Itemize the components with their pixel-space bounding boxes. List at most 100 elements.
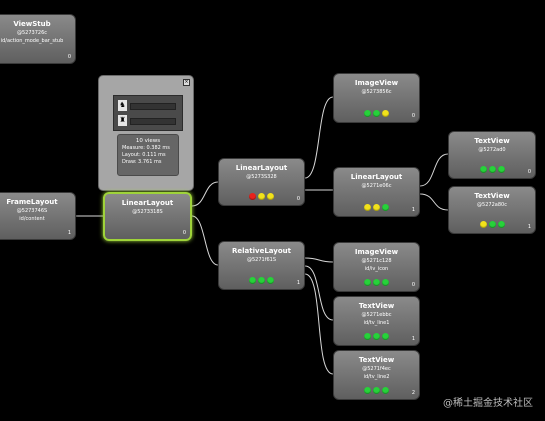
preview-text-bar (130, 103, 176, 110)
node-index: 1 (527, 224, 531, 230)
layout-indicator (373, 387, 380, 394)
node-linearlayout-selected[interactable]: LinearLayout @5273318S 0 (103, 192, 192, 241)
node-title: FrameLayout (6, 198, 58, 206)
layout-indicator (488, 221, 496, 228)
node-index: 0 (411, 282, 415, 288)
node-index: 1 (67, 230, 71, 236)
node-relativelayout[interactable]: RelativeLayout @5271f61S 1 (218, 241, 305, 290)
preview-text-bar (130, 118, 176, 125)
connector-line (419, 193, 449, 211)
node-id: @5272ad0 (478, 147, 506, 153)
layout-preview: ♞ ♜ (113, 95, 183, 131)
perf-indicators (219, 193, 304, 200)
node-index: 0 (411, 113, 415, 119)
measure-time: Measure: 0.382 ms (122, 145, 170, 151)
node-viewstub[interactable]: ViewStub @5273726c id/action_mode_bar_st… (0, 14, 76, 64)
node-id: @5271f4ec (362, 366, 391, 372)
node-res-id: id/tv_line1 (363, 320, 390, 326)
measure-indicator (479, 221, 487, 228)
node-title: LinearLayout (235, 164, 288, 172)
node-index: 2 (411, 390, 415, 396)
preview-image-icon: ♞ (118, 100, 127, 111)
node-id: @5272a80c (477, 202, 507, 208)
connector-line (191, 215, 219, 266)
layout-time: Layout: 0.111 ms (122, 152, 166, 158)
preview-row: ♞ (118, 100, 176, 111)
node-imageview-top[interactable]: ImageView @5273856c 0 (333, 73, 420, 123)
node-id: @5273726c (16, 30, 48, 36)
node-imageview-icon[interactable]: ImageView @5271c128 id/iv_icon 0 (333, 242, 420, 292)
node-linearlayout-top[interactable]: LinearLayout @5273S328 0 (218, 158, 305, 206)
node-linearlayout-mid[interactable]: LinearLayout @5271e06c 1 (333, 167, 420, 217)
node-res-id: id/tv_line2 (363, 374, 390, 380)
layout-indicator (258, 277, 265, 284)
node-textview-line1[interactable]: TextView @5271ebbc id/tv_line1 1 (333, 296, 420, 346)
draw-indicator (382, 333, 389, 340)
measure-indicator (364, 279, 371, 286)
preview-row: ♜ (118, 115, 176, 126)
close-icon[interactable]: × (183, 79, 190, 86)
layout-indicator (258, 193, 265, 200)
node-framelayout[interactable]: FrameLayout @5273746S id/content 1 (0, 192, 76, 240)
measure-indicator (364, 387, 371, 394)
node-textview-line2[interactable]: TextView @5271f4ec id/tv_line2 2 (333, 350, 420, 400)
connector-line (304, 273, 334, 375)
node-index: 1 (411, 207, 415, 213)
measure-indicator (249, 193, 256, 200)
connector-line (419, 153, 449, 187)
measure-indicator (249, 277, 256, 284)
perf-indicators (334, 110, 419, 117)
measure-indicator (479, 166, 487, 173)
measure-indicator (364, 333, 371, 340)
node-title: ImageView (354, 79, 399, 87)
draw-indicator (267, 193, 274, 200)
node-textview-a[interactable]: TextView @5272ad0 0 (448, 131, 536, 179)
node-title: LinearLayout (350, 173, 403, 181)
node-id: @5273856c (361, 89, 392, 95)
draw-indicator (382, 279, 389, 286)
node-id: @5271ebbc (361, 312, 392, 318)
draw-indicator (382, 387, 389, 394)
timing-stats: 10 views Measure: 0.382 ms Layout: 0.111… (117, 134, 179, 176)
node-title: TextView (358, 356, 395, 364)
node-title: TextView (474, 192, 510, 200)
node-textview-b[interactable]: TextView @5272a80c 1 (448, 186, 536, 234)
node-index: 0 (296, 196, 300, 202)
node-index: 0 (527, 169, 531, 175)
node-title: ViewStub (13, 20, 51, 28)
node-title: ImageView (354, 248, 399, 256)
preview-image-icon: ♜ (118, 115, 127, 126)
connector-line (304, 265, 334, 321)
measure-indicator (364, 110, 371, 117)
draw-indicator (382, 110, 389, 117)
node-id: @5271e06c (361, 183, 392, 189)
layout-indicator (373, 279, 380, 286)
layout-indicator (373, 204, 380, 211)
draw-indicator (497, 221, 505, 228)
perf-indicators (449, 221, 535, 228)
node-index: 1 (296, 280, 300, 286)
draw-indicator (497, 166, 505, 173)
watermark-text: @稀土掘金技术社区 (443, 398, 533, 409)
measure-indicator (364, 204, 371, 211)
connector-line (304, 96, 334, 179)
node-id: @5273318S (132, 209, 163, 215)
node-id: @5271c128 (361, 258, 392, 264)
node-id: @5271f61S (246, 257, 277, 263)
node-res-id: id/action_mode_bar_stub (0, 38, 64, 44)
node-index: 0 (182, 230, 186, 236)
node-index: 1 (411, 336, 415, 342)
layout-indicator (488, 166, 496, 173)
perf-indicators (334, 279, 419, 286)
node-id: @5273746S (16, 208, 48, 214)
draw-time: Draw: 3.761 ms (122, 159, 162, 165)
node-title: RelativeLayout (232, 247, 291, 255)
node-id: @5273S328 (246, 174, 277, 180)
perf-indicators (334, 333, 419, 340)
node-title: LinearLayout (121, 199, 174, 207)
connector-line (304, 257, 334, 263)
node-title: TextView (474, 137, 510, 145)
views-count: 10 views (135, 138, 161, 144)
